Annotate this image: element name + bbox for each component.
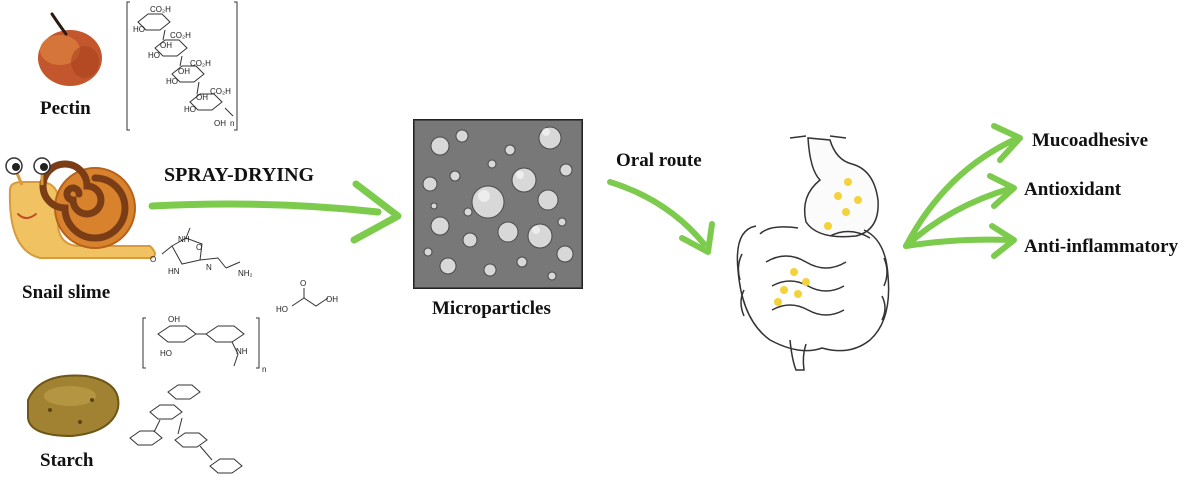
arrow-anti-inflammatory: [903, 236, 1015, 249]
label-antioxidant: Antioxidant: [1024, 179, 1122, 200]
glycolic-oh: OH: [326, 295, 338, 304]
hyaluronan-n: n: [262, 365, 266, 374]
snail-icon: [5, 157, 156, 259]
allantoin-nh: NH: [178, 235, 190, 244]
potato-icon: [27, 374, 120, 438]
microparticles-image: [413, 119, 583, 289]
label-anti-inflammatory: Anti-inflammatory: [1024, 236, 1179, 257]
allantoin-o: O: [150, 255, 156, 264]
pectin-ho-4: HO: [184, 105, 196, 114]
allantoin-n: N: [206, 263, 212, 272]
hyaluronan-nh: NH: [236, 347, 248, 356]
pectin-ho-1: HO: [133, 25, 145, 34]
glycolic-o: O: [300, 279, 306, 288]
pectin-co2h-4: CO₂H: [210, 87, 231, 96]
starch-structure: [129, 384, 243, 474]
pectin-oh-4: OH: [214, 119, 226, 128]
apple-icon: [38, 12, 102, 86]
pectin-oh-3: OH: [196, 93, 208, 102]
spray-drying-arrow: [148, 180, 402, 244]
label-microparticles: Microparticles: [432, 298, 551, 319]
pectin-ho-2: HO: [148, 51, 160, 60]
label-starch: Starch: [40, 450, 94, 471]
hyaluronan-oh: OH: [168, 315, 180, 324]
pectin-n: n: [230, 119, 234, 128]
arrowhead-anti-inflammatory: [989, 223, 1017, 259]
oral-route-arrow: [607, 179, 715, 255]
digestive-tract-icon: [736, 135, 890, 371]
hyaluronan-structure: [142, 317, 260, 369]
hyaluronan-ho: HO: [160, 349, 172, 358]
arrow-antioxidant: [903, 185, 1015, 249]
pectin-ho-3: HO: [166, 77, 178, 86]
label-mucoadhesive: Mucoadhesive: [1032, 130, 1149, 151]
allantoin-structure: [161, 227, 241, 269]
pectin-oh-2: OH: [178, 67, 190, 76]
pectin-structure: [126, 1, 238, 131]
effect-arrows: [903, 123, 1023, 259]
glycolic-ho: HO: [276, 305, 288, 314]
microparticle-beads: [774, 178, 862, 306]
allantoin-nh2: NH₂: [238, 269, 253, 278]
glycolic-acid-structure: [291, 288, 329, 307]
label-oral-route: Oral route: [616, 150, 702, 171]
allantoin-hn: HN: [168, 267, 180, 276]
arrowhead-mucoadhesive: [991, 123, 1023, 163]
pectin-co2h-3: CO₂H: [190, 59, 211, 68]
allantoin-o-2: O: [196, 243, 202, 252]
label-snail-slime: Snail slime: [22, 282, 111, 303]
label-pectin: Pectin: [40, 98, 91, 119]
pectin-oh-1: OH: [160, 41, 172, 50]
pectin-co2h-1: CO₂H: [150, 5, 171, 14]
arrow-mucoadhesive: [903, 135, 1021, 249]
label-spray-drying: SPRAY-DRYING: [164, 164, 315, 186]
pectin-co2h-2: CO₂H: [170, 31, 191, 40]
arrowhead-antioxidant: [987, 173, 1017, 209]
